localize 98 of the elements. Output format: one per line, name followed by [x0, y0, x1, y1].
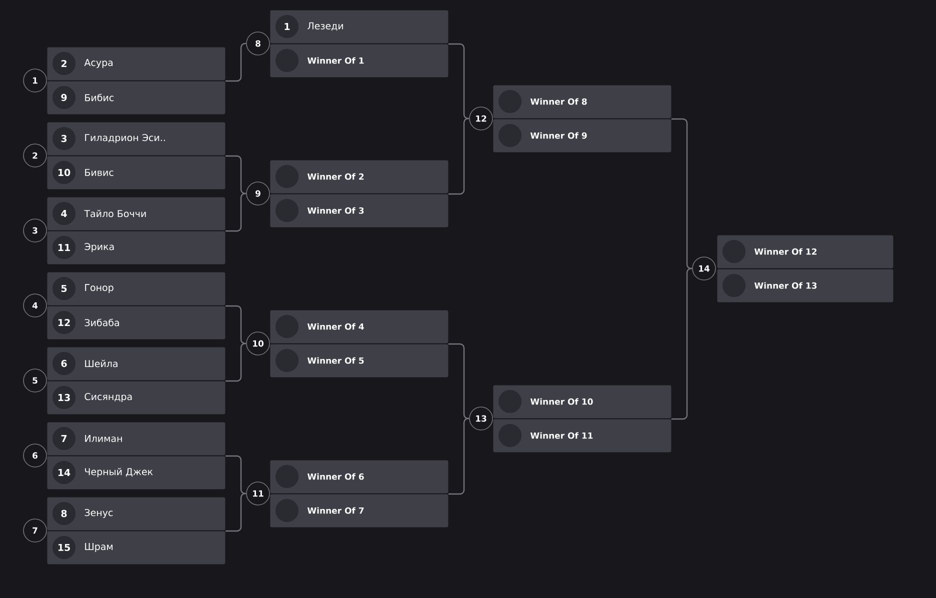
- player-name: Winner Of 13: [754, 282, 817, 289]
- match-number: 11: [246, 482, 270, 506]
- player-name: Winner Of 6: [307, 473, 364, 480]
- match-number: 8: [246, 32, 270, 56]
- player-name: Winner Of 5: [307, 357, 364, 364]
- player-slot: [270, 194, 448, 228]
- match-number: 13: [469, 406, 493, 430]
- bracket-line: [225, 492, 246, 532]
- match-number: 7: [23, 518, 47, 542]
- player-name: Лезеди: [308, 22, 343, 31]
- player-slot: [493, 119, 672, 152]
- player-slot: [270, 160, 448, 194]
- match-number: 3: [23, 218, 47, 242]
- match-number: 14: [692, 256, 716, 280]
- bracket-line: [225, 305, 246, 344]
- player-slot: [47, 231, 226, 264]
- player-name: Шрам: [85, 543, 113, 552]
- player-slot: [47, 156, 226, 190]
- player-slot: [493, 385, 672, 418]
- player-name: Winner Of 9: [530, 132, 587, 139]
- player-slot: [47, 497, 226, 530]
- seed-badge: 6: [52, 352, 76, 375]
- player-name: Сисяндра: [84, 392, 132, 402]
- seed-badge: 3: [52, 127, 76, 150]
- match-number: 4: [23, 294, 47, 318]
- player-name: Winner Of 3: [307, 207, 364, 214]
- player-name: Зибаба: [84, 318, 119, 326]
- bracket-line: [448, 418, 470, 495]
- player-slot: [47, 531, 226, 564]
- match-number: 5: [23, 368, 47, 392]
- seed-badge: 12: [52, 311, 76, 334]
- seed-badge: 11: [52, 236, 76, 259]
- player-name: Тайло Боччи: [84, 210, 146, 218]
- player-slot: [493, 419, 672, 452]
- player-name: Winner Of 10: [530, 398, 593, 405]
- bracket-line: [225, 192, 246, 232]
- player-slot: [47, 381, 226, 414]
- bracket-line: [448, 343, 470, 420]
- bracket-line: [225, 342, 246, 382]
- player-name: Илиман: [85, 434, 122, 442]
- player-name: Winner Of 4: [307, 323, 364, 330]
- seed-badge: 4: [52, 202, 76, 225]
- player-slot: [47, 272, 226, 306]
- seed-badge: 2: [52, 52, 76, 75]
- seed-badge: 1: [276, 15, 298, 38]
- match-number: 12: [469, 106, 493, 130]
- match-number: 2: [23, 144, 47, 168]
- seed-badge: 14: [52, 461, 76, 484]
- player-slot: [47, 197, 226, 230]
- player-name: Гиладрион Эси..: [85, 134, 165, 143]
- player-name: Winner Of 2: [307, 173, 364, 180]
- seed-badge: 7: [52, 427, 76, 450]
- seed-badge: 10: [52, 161, 76, 184]
- match-number: 10: [246, 332, 270, 356]
- player-slot: [47, 306, 226, 340]
- seed-badge: 13: [52, 386, 76, 409]
- bracket-line: [671, 268, 692, 420]
- player-slot: [717, 269, 894, 302]
- player-slot: [493, 85, 672, 118]
- match-number: 6: [23, 444, 47, 468]
- bracket-line: [225, 42, 246, 82]
- bracket-line: [225, 155, 246, 194]
- player-slot: [47, 81, 226, 114]
- player-name: Эрика: [84, 242, 114, 252]
- player-name: Бибис: [85, 94, 114, 102]
- player-name: Winner Of 1: [307, 57, 364, 64]
- player-slot: [270, 310, 448, 344]
- player-slot: [270, 44, 448, 78]
- player-slot: [47, 122, 226, 156]
- player-name: Winner Of 12: [754, 248, 816, 255]
- player-slot: [270, 10, 448, 44]
- player-name: Гонор: [85, 284, 114, 293]
- seed-badge: 8: [52, 502, 76, 525]
- bracket-line: [225, 455, 246, 494]
- player-name: Черный Джек: [85, 468, 153, 478]
- bracket-line: [448, 118, 470, 195]
- player-name: Бивис: [85, 168, 114, 176]
- player-name: Winner Of 7: [307, 507, 364, 514]
- player-name: Winner Of 11: [530, 432, 593, 439]
- bracket-line: [671, 118, 692, 270]
- player-slot: [270, 344, 448, 378]
- player-slot: [47, 47, 226, 80]
- seed-badge: 9: [52, 86, 76, 109]
- player-slot: [270, 494, 448, 528]
- match-number: 9: [246, 182, 270, 206]
- player-slot: [47, 422, 226, 456]
- player-slot: [47, 456, 226, 490]
- match-number: 1: [23, 68, 47, 92]
- bracket-line: [448, 43, 470, 120]
- player-name: Winner Of 8: [530, 98, 587, 105]
- player-name: Зенус: [84, 508, 113, 518]
- seed-badge: 5: [52, 277, 76, 300]
- player-name: Асура: [84, 59, 113, 68]
- seed-badge: 15: [52, 536, 76, 559]
- player-slot: [270, 460, 448, 494]
- player-slot: [717, 235, 894, 268]
- player-slot: [47, 347, 226, 380]
- player-name: Шейла: [85, 360, 118, 368]
